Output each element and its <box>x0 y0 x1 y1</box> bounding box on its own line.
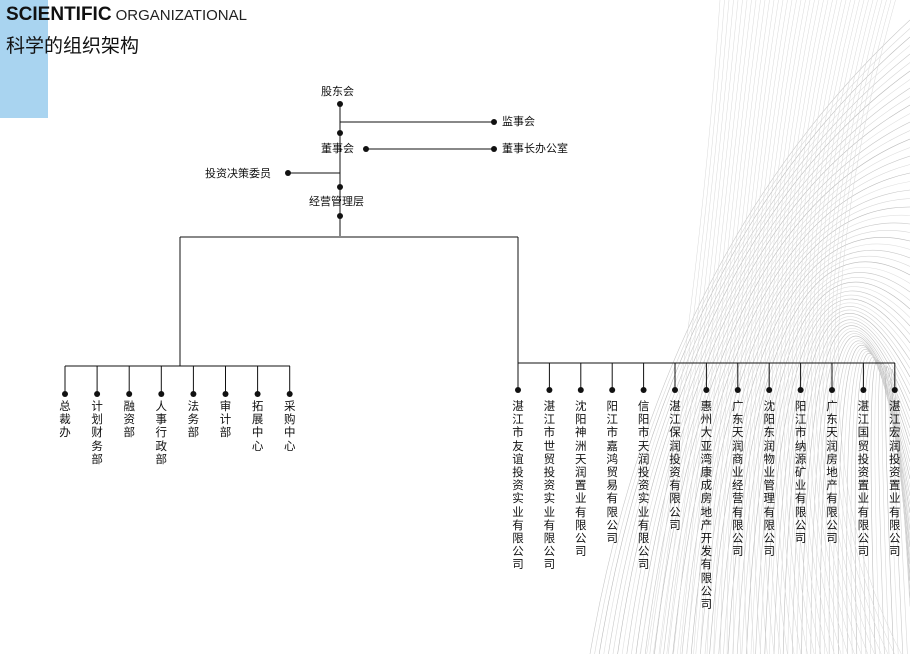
node-board: 董事会 <box>321 142 354 155</box>
department-7-dot <box>286 391 293 397</box>
company-6-dot <box>703 387 710 393</box>
department-3-dot <box>158 391 165 397</box>
department-label: 人事行政部 <box>155 399 168 466</box>
company-label: 湛江市友谊投资实业有限公司 <box>512 399 524 572</box>
node-dot-management-top <box>337 184 343 190</box>
accent-block <box>0 0 48 118</box>
company-label: 湛江市世贸投资实业有限公司 <box>543 399 556 572</box>
node-dot-chairman-office <box>491 146 497 152</box>
department-label: 融资部 <box>123 399 135 440</box>
company-label: 惠州大亚湾康成房地产开发有限公司 <box>700 399 713 612</box>
node-investment-committee: 投资决策委员 <box>205 167 271 180</box>
node-shareholders: 股东会 <box>321 85 354 98</box>
node-dot-shareholders <box>337 101 343 107</box>
department-label: 拓展中心 <box>251 399 264 453</box>
company-4-dot <box>640 387 647 393</box>
department-4-dot <box>190 391 197 397</box>
node-chairman-office: 董事长办公室 <box>502 142 568 155</box>
node-dot-investment-committee <box>285 170 291 176</box>
department-label: 总裁办 <box>59 399 71 440</box>
node-management: 经营管理层 <box>309 195 364 208</box>
company-label: 广东天润商业经营有限公司 <box>732 399 744 559</box>
company-0-dot <box>515 387 521 393</box>
company-3-dot <box>609 387 616 393</box>
node-dot-management-bottom <box>337 213 343 219</box>
company-9-dot <box>797 387 804 393</box>
company-2-dot <box>577 387 584 393</box>
title-english-light: ORGANIZATIONAL <box>115 7 247 24</box>
department-1-dot <box>94 391 101 397</box>
company-label: 沈阳神洲天润置业有限公司 <box>575 399 587 559</box>
node-dot-supervisory <box>491 119 497 125</box>
company-label: 湛江国贸投资置业有限公司 <box>857 399 870 559</box>
company-label: 阳江市纳源矿业有限公司 <box>794 399 807 546</box>
node-supervisory-board: 监事会 <box>502 115 535 128</box>
company-8-dot <box>766 387 773 393</box>
department-label: 审计部 <box>219 399 232 440</box>
node-dot-board-top <box>337 130 343 136</box>
department-label: 计划财务部 <box>91 399 103 466</box>
company-12-dot <box>891 387 898 393</box>
company-label: 阳江市嘉鸿贸易有限公司 <box>606 399 618 546</box>
company-11-dot <box>860 387 867 393</box>
department-5-dot <box>222 391 229 397</box>
node-dot-board-right <box>363 146 369 152</box>
title-chinese: 科学的组织架构 <box>6 35 140 57</box>
company-label: 信阳市天润投资实业有限公司 <box>637 399 650 572</box>
company-label: 广东天润房地产有限公司 <box>826 399 838 546</box>
company-1-dot <box>546 387 553 393</box>
department-2-dot <box>126 391 133 397</box>
company-label: 湛江保润投资有限公司 <box>669 399 681 532</box>
department-label: 法务部 <box>187 399 200 440</box>
company-label: 沈阳东润物业管理有限公司 <box>763 399 775 559</box>
department-label: 采购中心 <box>283 399 296 453</box>
company-5-dot <box>672 387 678 393</box>
department-0-dot <box>62 391 68 397</box>
department-6-dot <box>254 391 261 397</box>
title-english-bold: SCIENTIFIC <box>6 4 112 25</box>
company-label: 湛江宏润投资置业有限公司 <box>889 399 901 559</box>
company-10-dot <box>829 387 835 393</box>
company-7-dot <box>734 387 741 393</box>
